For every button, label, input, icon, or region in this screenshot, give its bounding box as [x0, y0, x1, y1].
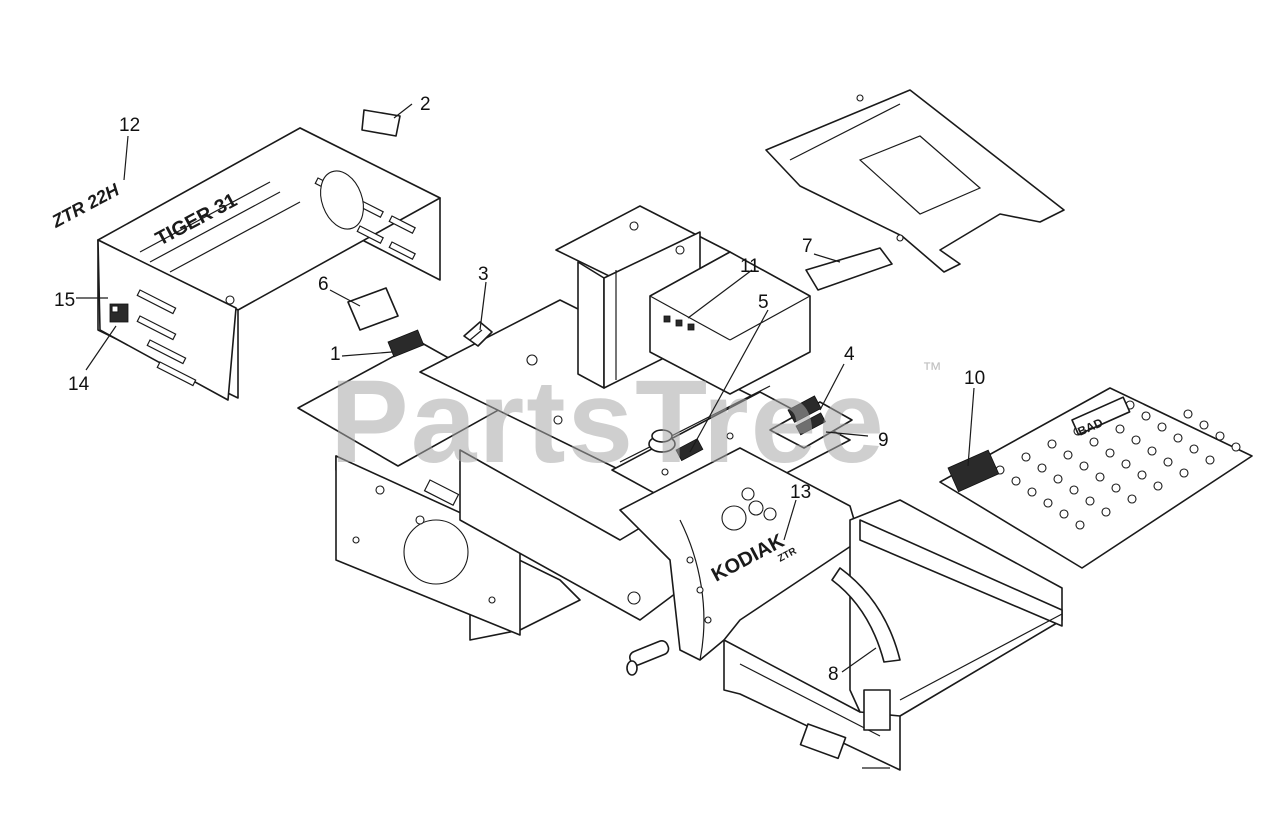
top-cover-plate: [765, 89, 1065, 273]
floor-perforation: [1063, 450, 1073, 460]
callout-2: 2: [420, 94, 431, 115]
floor-perforation: [1047, 439, 1057, 449]
floor-perforation: [1157, 422, 1167, 432]
callout-13: 13: [790, 482, 811, 503]
callout-4: 4: [844, 344, 855, 365]
callout-15: 15: [54, 290, 75, 311]
decal-2: [361, 109, 401, 137]
floor-perforation: [1137, 470, 1147, 480]
model-decal-text: ZTR 22H: [48, 179, 124, 232]
rear-shroud: TIGER 31: [97, 127, 441, 401]
floor-plate: BAD: [939, 387, 1253, 569]
floor-perforation: [1163, 457, 1173, 467]
watermark-trademark: ™: [922, 359, 942, 381]
main-frame: KODIAK ZTR: [297, 205, 1063, 771]
floor-perforation: [1111, 483, 1121, 493]
floor-perforation: [1179, 468, 1189, 478]
floor-perforation: [1215, 431, 1225, 441]
callout-1: 1: [330, 344, 341, 365]
floor-perforation: [1069, 485, 1079, 495]
decal-6: [347, 287, 399, 331]
watermark-text: PartsTree: [330, 356, 886, 488]
floor-perforation: [1053, 474, 1063, 484]
floor-perforation: [1021, 452, 1031, 462]
floor-perforation: [1085, 496, 1095, 506]
callout-5: 5: [758, 292, 769, 313]
callout-11: 11: [740, 256, 760, 277]
floor-perforation: [1183, 409, 1193, 419]
callout-14: 14: [68, 374, 90, 395]
callout-8: 8: [828, 664, 839, 685]
floor-perforation: [1173, 433, 1183, 443]
floor-perforation: [1095, 472, 1105, 482]
floor-perforation: [1153, 481, 1163, 491]
floor-perforation: [1131, 435, 1141, 445]
floor-perforation: [1043, 498, 1053, 508]
floor-perforation: [1089, 437, 1099, 447]
floor-perforation: [1037, 463, 1047, 473]
model-decal: ZTR 22H: [48, 179, 124, 232]
callout-12: 12: [119, 115, 140, 136]
leader-lines: [76, 103, 975, 673]
callouts: 12 2 3 6 15 1 14 7 11 5 4 10 9 13 8: [54, 94, 985, 685]
floor-perforation: [1231, 442, 1241, 452]
floor-perforation: [1075, 520, 1085, 530]
floor-perforation: [1105, 448, 1115, 458]
callout-6: 6: [318, 274, 329, 295]
floor-perforation: [1059, 509, 1069, 519]
floor-perforation: [1147, 446, 1157, 456]
floor-perforation: [1205, 455, 1215, 465]
floor-perforation: [1189, 444, 1199, 454]
decal-1: [387, 329, 425, 358]
callout-3: 3: [478, 264, 489, 285]
floor-perforation: [1011, 476, 1021, 486]
callout-7: 7: [802, 236, 813, 257]
callout-9: 9: [878, 430, 889, 451]
floor-perforation: [1127, 494, 1137, 504]
floor-perforation: [1079, 461, 1089, 471]
floor-perforation: [1199, 420, 1209, 430]
floor-perforation: [1027, 487, 1037, 497]
decal-7: [805, 247, 893, 291]
callout-10: 10: [964, 368, 985, 389]
watermark: PartsTree ™: [330, 356, 942, 488]
floor-perforation: [1115, 424, 1125, 434]
floor-perforation: [1121, 459, 1131, 469]
floor-perforation: [1101, 507, 1111, 517]
floor-perforation: [1141, 411, 1151, 421]
